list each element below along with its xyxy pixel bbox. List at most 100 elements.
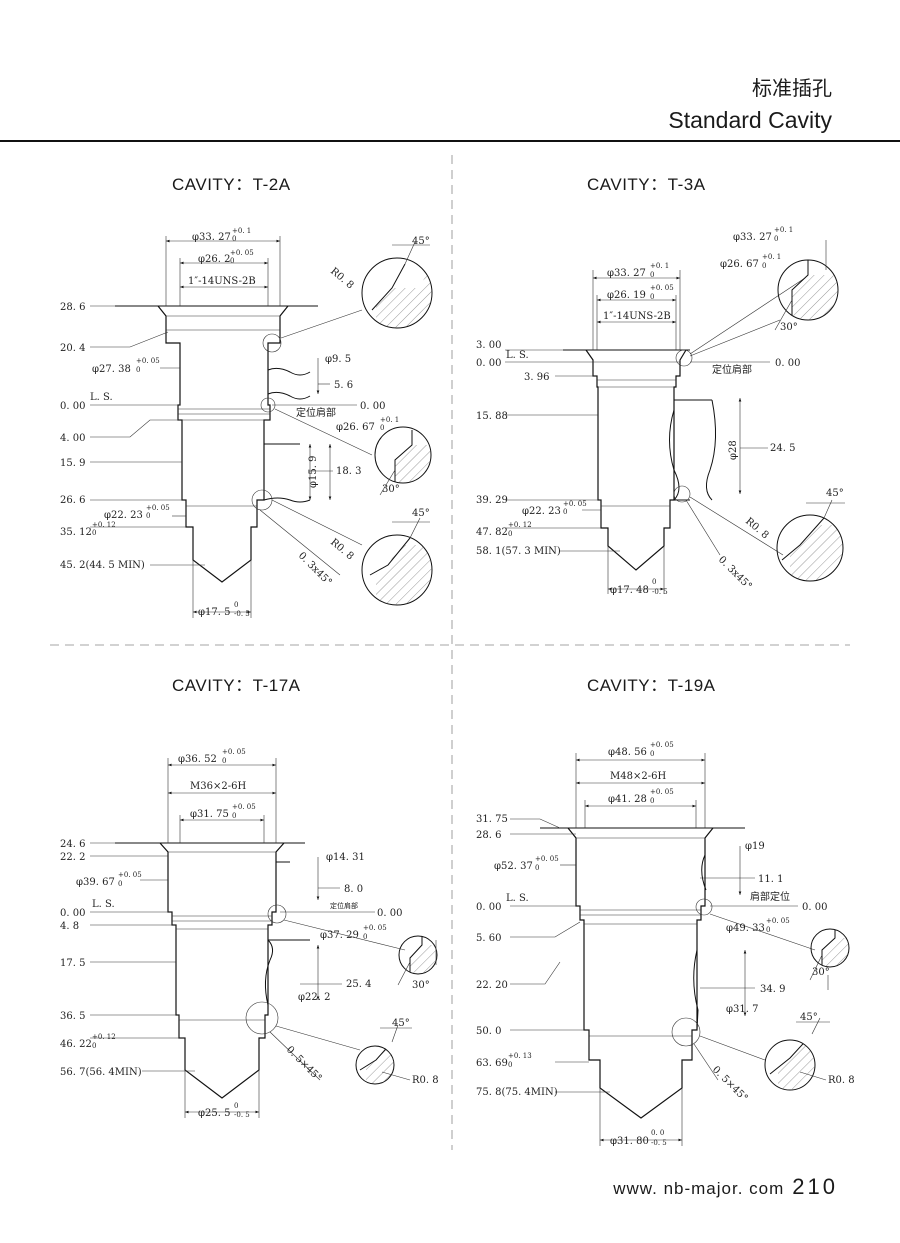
- t2a-angle-45-a: 45°: [412, 236, 430, 247]
- t17a-y-46-22-tol: +0. 12: [92, 1033, 116, 1041]
- t3a-detail-d2: φ26. 67: [720, 259, 759, 270]
- t19a-dim-d4-tol0: 0: [766, 926, 770, 934]
- t19a-angle-30: 30°: [812, 967, 830, 978]
- t17a-locating-shoulder: 定位肩部: [330, 901, 358, 910]
- t17a-ls: L. S.: [92, 899, 115, 910]
- t17a-dim-d3: φ39. 67: [76, 877, 115, 888]
- t19a-y-75-8: 75. 8(75. 4MIN): [476, 1087, 558, 1098]
- t19a-dim-d2-tol0: 0: [650, 797, 654, 805]
- t3a-y-3-96: 3. 96: [524, 372, 549, 383]
- t2a-dim-d6: φ17. 5: [198, 607, 230, 618]
- t19a-dim-d4: φ49. 33: [726, 923, 765, 934]
- t3a-v-24-5: 24. 5: [770, 443, 795, 454]
- t2a-locating-shoulder: 定位肩部: [296, 406, 336, 419]
- t3a-dim-d5-tol0: 0: [563, 508, 567, 516]
- t2a-radius-a: R0. 8: [328, 266, 355, 292]
- t3a-y-47-82-tol: +0. 12: [508, 521, 532, 529]
- t19a-dim-d3-tol: +0. 05: [535, 855, 559, 863]
- t2a-dim-d1-tol: +0. 1: [232, 227, 251, 235]
- cavity-title-t17a: CAVITY：T-17A: [172, 676, 301, 695]
- t19a-angle-45: 45°: [800, 1012, 818, 1023]
- t2a-ls: L. S.: [90, 392, 113, 403]
- t2a-y-4-00: 4. 00: [60, 433, 85, 444]
- t2a-dim-d4-tol: +0. 1: [380, 416, 399, 424]
- t3a-dim-d2-tol0: 0: [650, 293, 654, 301]
- t3a-detail-d1-tol0: 0: [774, 235, 778, 243]
- t17a-angle-45: 45°: [392, 1018, 410, 1029]
- t19a-dim-d4-tol: +0. 05: [766, 917, 790, 925]
- t3a-r-0-00: 0. 00: [775, 358, 800, 369]
- t2a-dim-d6-tol: -0. 5: [234, 610, 250, 618]
- t3a-dim-d5: φ22. 23: [522, 506, 561, 517]
- t2a-angle-30: 30°: [382, 484, 400, 495]
- t19a-radius: R0. 8: [828, 1075, 855, 1086]
- t17a-dim-d2-tol0: 0: [232, 812, 236, 820]
- t2a-thread: 1″-14UNS-2B: [188, 276, 256, 287]
- t17a-dim-d2-tol: +0. 05: [232, 803, 256, 811]
- footer-website[interactable]: www. nb-major. com: [613, 1179, 785, 1198]
- t19a-dim-d1-tol: +0. 05: [650, 741, 674, 749]
- t19a-phi-19: φ19: [745, 841, 765, 852]
- t17a-dim-d1-tol: +0. 05: [222, 748, 246, 756]
- t19a-dim-d2-tol: +0. 05: [650, 788, 674, 796]
- t3a-phi-28: φ28: [728, 440, 739, 460]
- t17a-angle-30: 30°: [412, 980, 430, 991]
- t3a-dim-d6: φ17. 48: [610, 585, 649, 596]
- t19a-thread: M48×2-6H: [610, 771, 666, 782]
- page-title-chinese: 标准插孔: [752, 76, 832, 100]
- t19a-dim-d3-tol0: 0: [535, 864, 539, 872]
- t19a-phi-31-7: φ31. 7: [726, 1004, 758, 1015]
- t17a-y-24-6: 24. 6: [60, 839, 85, 850]
- t19a-r-0-00: 0. 00: [802, 902, 827, 913]
- t3a-locating-shoulder: 定位肩部: [712, 363, 752, 376]
- t2a-y-35-12-tol: +0. 12: [92, 521, 116, 529]
- page-title-english: Standard Cavity: [668, 107, 832, 133]
- t3a-dim-d1: φ33. 27: [607, 268, 646, 279]
- t2a-y-20-4: 20. 4: [60, 343, 85, 354]
- t2a-y-45-2: 45. 2(44. 5 MIN): [60, 560, 145, 571]
- t17a-phi-22-2: φ22. 2: [298, 992, 330, 1003]
- t17a-dim-d6: φ25. 5: [198, 1108, 230, 1119]
- t2a-y-15-9: 15. 9: [60, 458, 85, 469]
- t17a-dim-d2: φ31. 75: [190, 809, 229, 820]
- t17a-radius: R0. 8: [412, 1075, 439, 1086]
- cavity-title-t2a: CAVITY：T-2A: [172, 175, 291, 194]
- t2a-y-35-12: 35. 12: [60, 527, 92, 538]
- t19a-dim-d6-tol0: 0. 0: [651, 1129, 664, 1137]
- t17a-dim-d6-tol0: 0: [234, 1102, 238, 1110]
- t3a-dim-d6-tol0: 0: [652, 578, 656, 586]
- t2a-dim-d2: φ26. 2: [198, 254, 230, 265]
- t17a-y-36-5: 36. 5: [60, 1011, 85, 1022]
- t3a-dim-d6-tol: -0. 5: [652, 588, 668, 596]
- t19a-y-22-20: 22. 20: [476, 980, 508, 991]
- t17a-v-25-4: 25. 4: [346, 979, 371, 990]
- t2a-dim-d2-tol: +0. 05: [230, 249, 254, 257]
- cavity-drawing-t17a: φ36. 52 +0. 05 0 M36×2-6H φ31. 75 +0. 05…: [60, 748, 439, 1119]
- t19a-locating-shoulder: 肩部定位: [750, 890, 790, 903]
- t2a-chamfer: 0. 3x45°: [296, 550, 334, 588]
- t17a-y-22-2: 22. 2: [60, 852, 85, 863]
- t17a-y-56-7: 56. 7(56. 4MIN): [60, 1067, 142, 1078]
- t19a-y-63-69: 63. 69: [476, 1058, 508, 1069]
- t19a-v-11-1: 11. 1: [758, 874, 783, 885]
- t2a-angle-45-b: 45°: [412, 508, 430, 519]
- cavity-drawing-t2a: φ33. 27 +0. 1 0 φ26. 2 +0. 05 0 1″-14UNS…: [60, 227, 433, 618]
- cavity-title-t19a: CAVITY：T-19A: [587, 676, 716, 695]
- t2a-dim-d6-tol0: 0: [234, 601, 238, 609]
- t19a-ls: L. S.: [506, 893, 529, 904]
- t2a-v-18-3: 18. 3: [336, 466, 361, 477]
- t3a-ls: L. S.: [506, 350, 529, 361]
- t3a-chamfer: 0. 3x45°: [716, 554, 754, 592]
- t19a-dim-d1: φ48. 56: [608, 747, 647, 758]
- t2a-radius-b: R0. 8: [328, 537, 355, 563]
- t19a-dim-d6-tol: -0. 5: [651, 1139, 667, 1147]
- cavity-title-t3a: CAVITY：T-3A: [587, 175, 706, 194]
- t17a-dim-d4-tol: +0. 05: [363, 924, 387, 932]
- t19a-dim-d3: φ52. 37: [494, 861, 533, 872]
- t3a-y-3-00: 3. 00: [476, 340, 501, 351]
- t3a-dim-d1-tol: +0. 1: [650, 262, 669, 270]
- t2a-dim-d5: φ22. 23: [104, 510, 143, 521]
- t17a-y-46-22: 46. 22: [60, 1039, 92, 1050]
- t19a-v-34-9: 34. 9: [760, 984, 785, 995]
- t3a-detail-d1: φ33. 27: [733, 232, 772, 243]
